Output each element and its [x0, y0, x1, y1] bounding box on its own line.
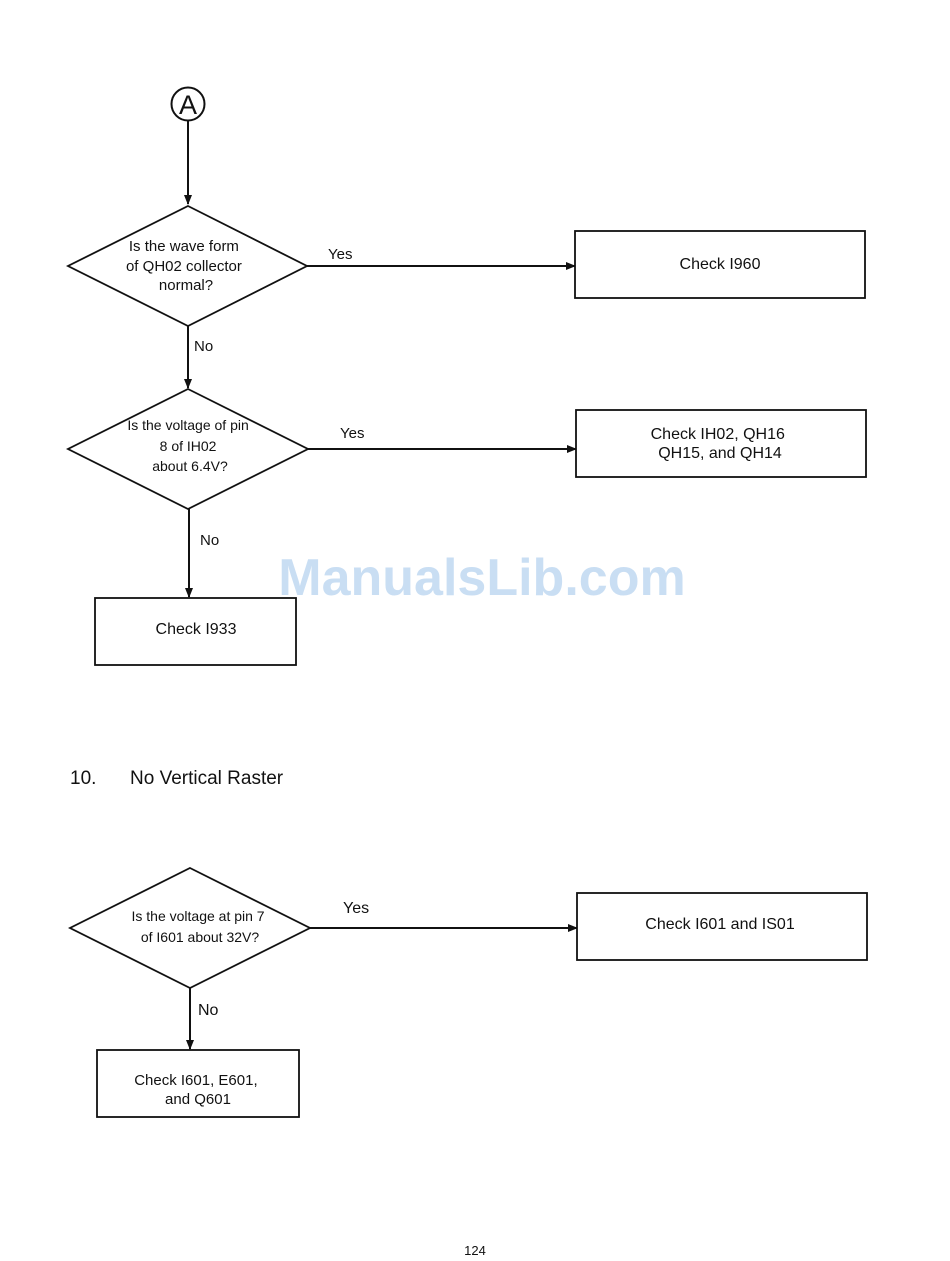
decision1-line-3: normal? — [159, 277, 213, 294]
page-number: 124 — [0, 1243, 950, 1258]
decision-voltage-ih02: Is the voltage of pin 8 of IH02 about 6.… — [68, 389, 308, 509]
box-check-ih02: Check IH02, QH16 QH15, and QH14 — [576, 410, 866, 477]
connector-a: A — [172, 88, 205, 121]
box4-text: Check I601 and IS01 — [645, 916, 795, 933]
box2-line-2: QH15, and QH14 — [658, 445, 782, 462]
decision1-yes-label: Yes — [328, 246, 352, 263]
connector-label: A — [179, 90, 197, 120]
box-check-i933: Check I933 — [95, 598, 296, 665]
box1-text: Check I960 — [680, 256, 761, 273]
box-check-i960: Check I960 — [575, 231, 865, 298]
decision1-no-label: No — [194, 338, 213, 355]
decision-voltage-i601: Is the voltage at pin 7 of I601 about 32… — [70, 868, 310, 988]
decision2-yes-label: Yes — [340, 425, 364, 442]
decision2-line-2: 8 of IH02 — [160, 438, 217, 454]
watermark: ManualsLib.com — [278, 549, 685, 607]
box3-text: Check I933 — [156, 621, 237, 638]
box-check-i601-is01: Check I601 and IS01 — [577, 893, 867, 960]
box-check-i601-e601-q601: Check I601, E601, and Q601 — [97, 1050, 299, 1117]
section-number: 10. — [70, 768, 130, 790]
decision1-line-2: of QH02 collector — [126, 258, 242, 275]
section-heading: 10.No Vertical Raster — [70, 768, 283, 790]
box2-line-1: Check IH02, QH16 — [651, 426, 785, 443]
decision1-line-1: Is the wave form — [129, 238, 239, 255]
section-title: No Vertical Raster — [130, 768, 283, 789]
decision2-line-1: Is the voltage of pin — [127, 417, 248, 433]
decision-waveform-qh02: Is the wave form of QH02 collector norma… — [68, 206, 307, 326]
decision3-line-2: of I601 about 32V? — [141, 929, 260, 945]
decision3-no-label: No — [198, 1002, 219, 1019]
box5-line-1: Check I601, E601, — [134, 1072, 257, 1089]
decision2-line-3: about 6.4V? — [152, 458, 228, 474]
decision3-line-1: Is the voltage at pin 7 — [132, 908, 265, 924]
box5-line-2: and Q601 — [165, 1091, 231, 1108]
decision3-yes-label: Yes — [343, 900, 369, 917]
decision2-no-label: No — [200, 532, 219, 549]
